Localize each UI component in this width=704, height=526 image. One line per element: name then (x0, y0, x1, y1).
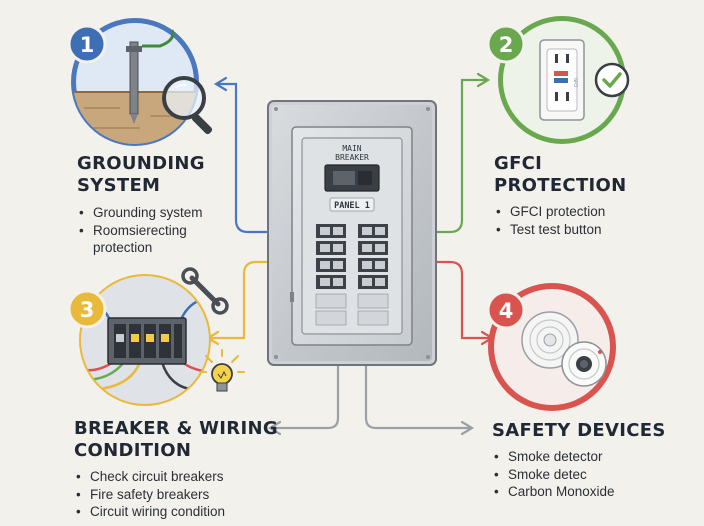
list-item: Test test button (494, 221, 605, 239)
gfci-outlet-icon: GFCI (539, 39, 585, 121)
list-item: Carbon Monoxide (492, 483, 615, 501)
list-item: Roomsierecting (77, 222, 203, 240)
section-number-badge-4 (486, 290, 526, 330)
list-item: Circuit wiring condition (74, 503, 225, 521)
section-title-grounding-line1: GROUNDING (77, 153, 205, 174)
section-title-breaker-line2: CONDITION (74, 440, 192, 461)
connector-grounding (216, 82, 314, 234)
breaker-right-4[interactable] (358, 275, 388, 289)
ground-rod-icon (129, 41, 139, 115)
carbon-monoxide-detector-icon (561, 341, 607, 387)
connector-breaker (208, 260, 314, 340)
section-title-breaker-line1: BREAKER & WIRING (74, 418, 278, 439)
section-title-safety-line1: SAFETY DEVICES (492, 420, 666, 441)
section-breaker-illustration: 3 (67, 267, 245, 406)
list-item: Grounding system (77, 204, 203, 222)
breaker-left-1[interactable] (316, 224, 346, 238)
section-number-badge-2 (486, 24, 526, 64)
blank-slot-3 (315, 310, 347, 326)
section-grounding-illustration: 1 (67, 18, 213, 146)
main-breaker-label-1: MAIN (342, 144, 361, 153)
list-item-continuation: protection (93, 240, 153, 255)
section-title-gfci: GFCI PROTECTION (494, 153, 626, 197)
checkmark-icon (594, 62, 630, 98)
list-item: Smoke detec (492, 466, 615, 484)
section-number-badge-1 (67, 24, 107, 64)
connector-lower-left (270, 364, 340, 430)
blank-slot-1 (315, 293, 347, 309)
list-item: GFCI protection (494, 203, 605, 221)
section-number-4: 4 (499, 299, 514, 323)
section-list-gfci: GFCI protection Test test button (494, 203, 605, 238)
section-title-grounding-line2: SYSTEM (77, 175, 161, 196)
section-number-1: 1 (80, 33, 95, 57)
section-title-breaker: BREAKER & WIRING CONDITION (74, 418, 278, 462)
blank-slot-4 (357, 310, 389, 326)
connector-lines (205, 72, 495, 436)
breaker-right-3[interactable] (358, 258, 388, 272)
breaker-right-1[interactable] (358, 224, 388, 238)
breaker-left-4[interactable] (316, 275, 346, 289)
main-breaker-label-2: BREAKER (335, 153, 369, 162)
section-gfci-illustration: GFCI 2 (486, 16, 630, 144)
section-title-gfci-line2: PROTECTION (494, 175, 627, 196)
connector-lower-right (364, 364, 472, 430)
outlet-label: GFCI (573, 78, 578, 87)
section-number-2: 2 (499, 33, 514, 57)
breaker-right-2[interactable] (358, 241, 388, 255)
breaker-bank-icon (107, 317, 187, 365)
magnifier-icon (162, 76, 213, 135)
section-title-safety: SAFETY DEVICES (492, 420, 666, 442)
blank-slot-2 (357, 293, 389, 309)
list-item: Check circuit breakers (74, 468, 225, 486)
section-number-badge-3 (67, 289, 107, 329)
list-item: Smoke detector (492, 448, 615, 466)
connector-safety (390, 260, 492, 340)
breaker-left-3[interactable] (316, 258, 346, 272)
section-list-grounding: Grounding system Roomsierecting protecti… (77, 204, 203, 257)
breaker-rows (315, 224, 389, 326)
panel-label: PANEL 1 (334, 201, 370, 211)
section-title-grounding: GROUNDING SYSTEM (77, 153, 205, 197)
electrical-panel: MAIN BREAKER PANEL 1 (267, 100, 437, 366)
section-list-breaker: Check circuit breakers Fire safety break… (74, 468, 225, 521)
section-list-safety: Smoke detector Smoke detec Carbon Monoxi… (492, 448, 615, 501)
lightbulb-icon (199, 349, 245, 392)
breaker-left-2[interactable] (316, 241, 346, 255)
section-safety-illustration: 4 (486, 283, 616, 411)
section-number-3: 3 (80, 298, 95, 322)
list-item: Fire safety breakers (74, 486, 225, 504)
connector-gfci (390, 78, 488, 234)
section-title-gfci-line1: GFCI (494, 153, 543, 174)
wrench-icon (181, 267, 229, 315)
